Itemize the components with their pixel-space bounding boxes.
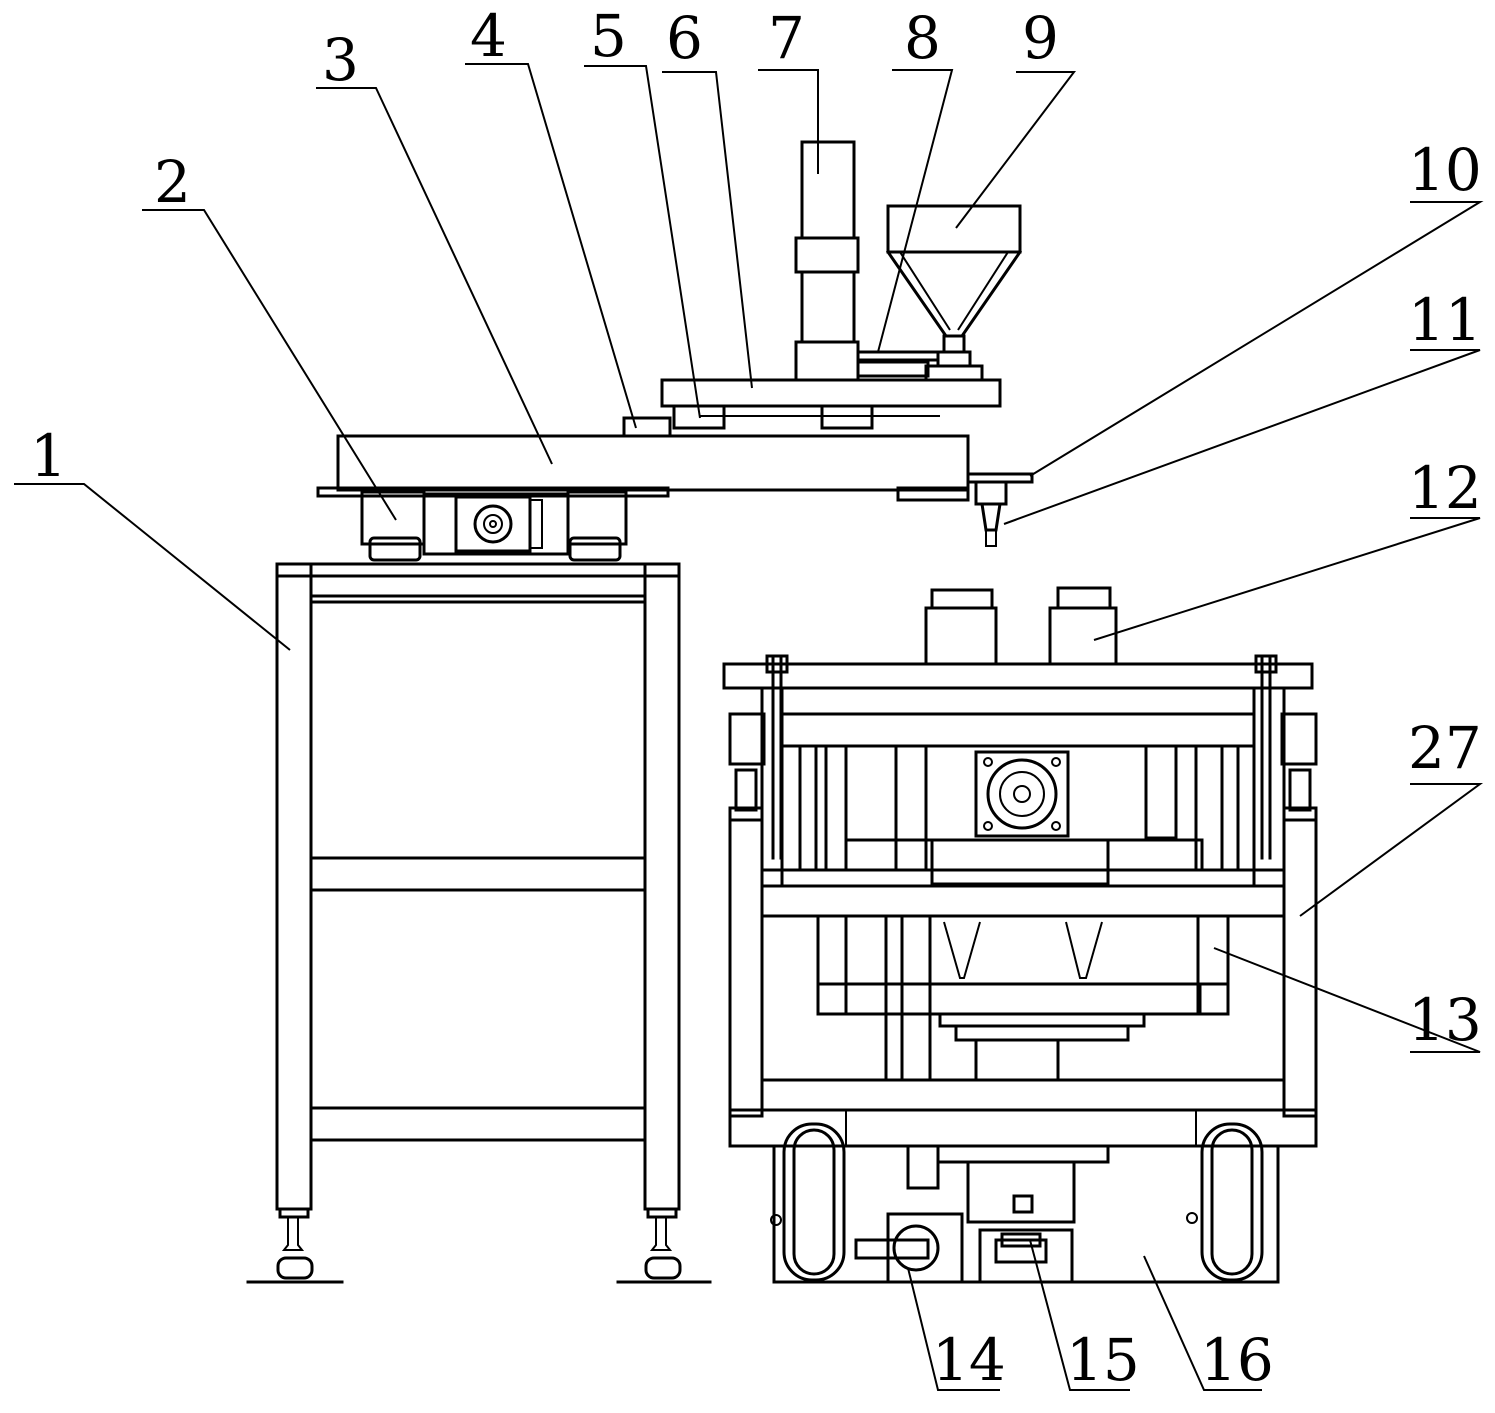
label-15: 15 xyxy=(1066,1326,1140,1394)
label-10: 10 xyxy=(1408,136,1482,204)
leader-lines xyxy=(14,63,1484,1391)
hopper xyxy=(856,204,1023,382)
label-11: 11 xyxy=(1408,286,1482,354)
rotating-arm xyxy=(316,416,1034,547)
label-6: 6 xyxy=(666,4,703,72)
label-9: 9 xyxy=(1022,4,1059,72)
label-8: 8 xyxy=(904,4,941,72)
label-5: 5 xyxy=(590,2,627,70)
label-13: 13 xyxy=(1408,986,1482,1054)
label-1: 1 xyxy=(30,422,67,490)
vertical-cylinder xyxy=(794,140,860,382)
label-12: 12 xyxy=(1408,454,1482,522)
label-16: 16 xyxy=(1200,1326,1274,1394)
label-14: 14 xyxy=(932,1326,1006,1394)
part-labels: 1 2 3 4 5 6 7 8 9 10 11 12 27 13 14 15 1… xyxy=(30,2,1482,1394)
left-frame xyxy=(246,562,712,1284)
top-carriage xyxy=(660,378,1002,430)
label-7: 7 xyxy=(768,4,805,72)
label-27: 27 xyxy=(1408,714,1482,782)
right-cart xyxy=(722,586,1318,1284)
rotary-base xyxy=(360,490,628,562)
label-4: 4 xyxy=(470,2,507,70)
label-2: 2 xyxy=(154,148,191,216)
label-3: 3 xyxy=(322,26,359,94)
